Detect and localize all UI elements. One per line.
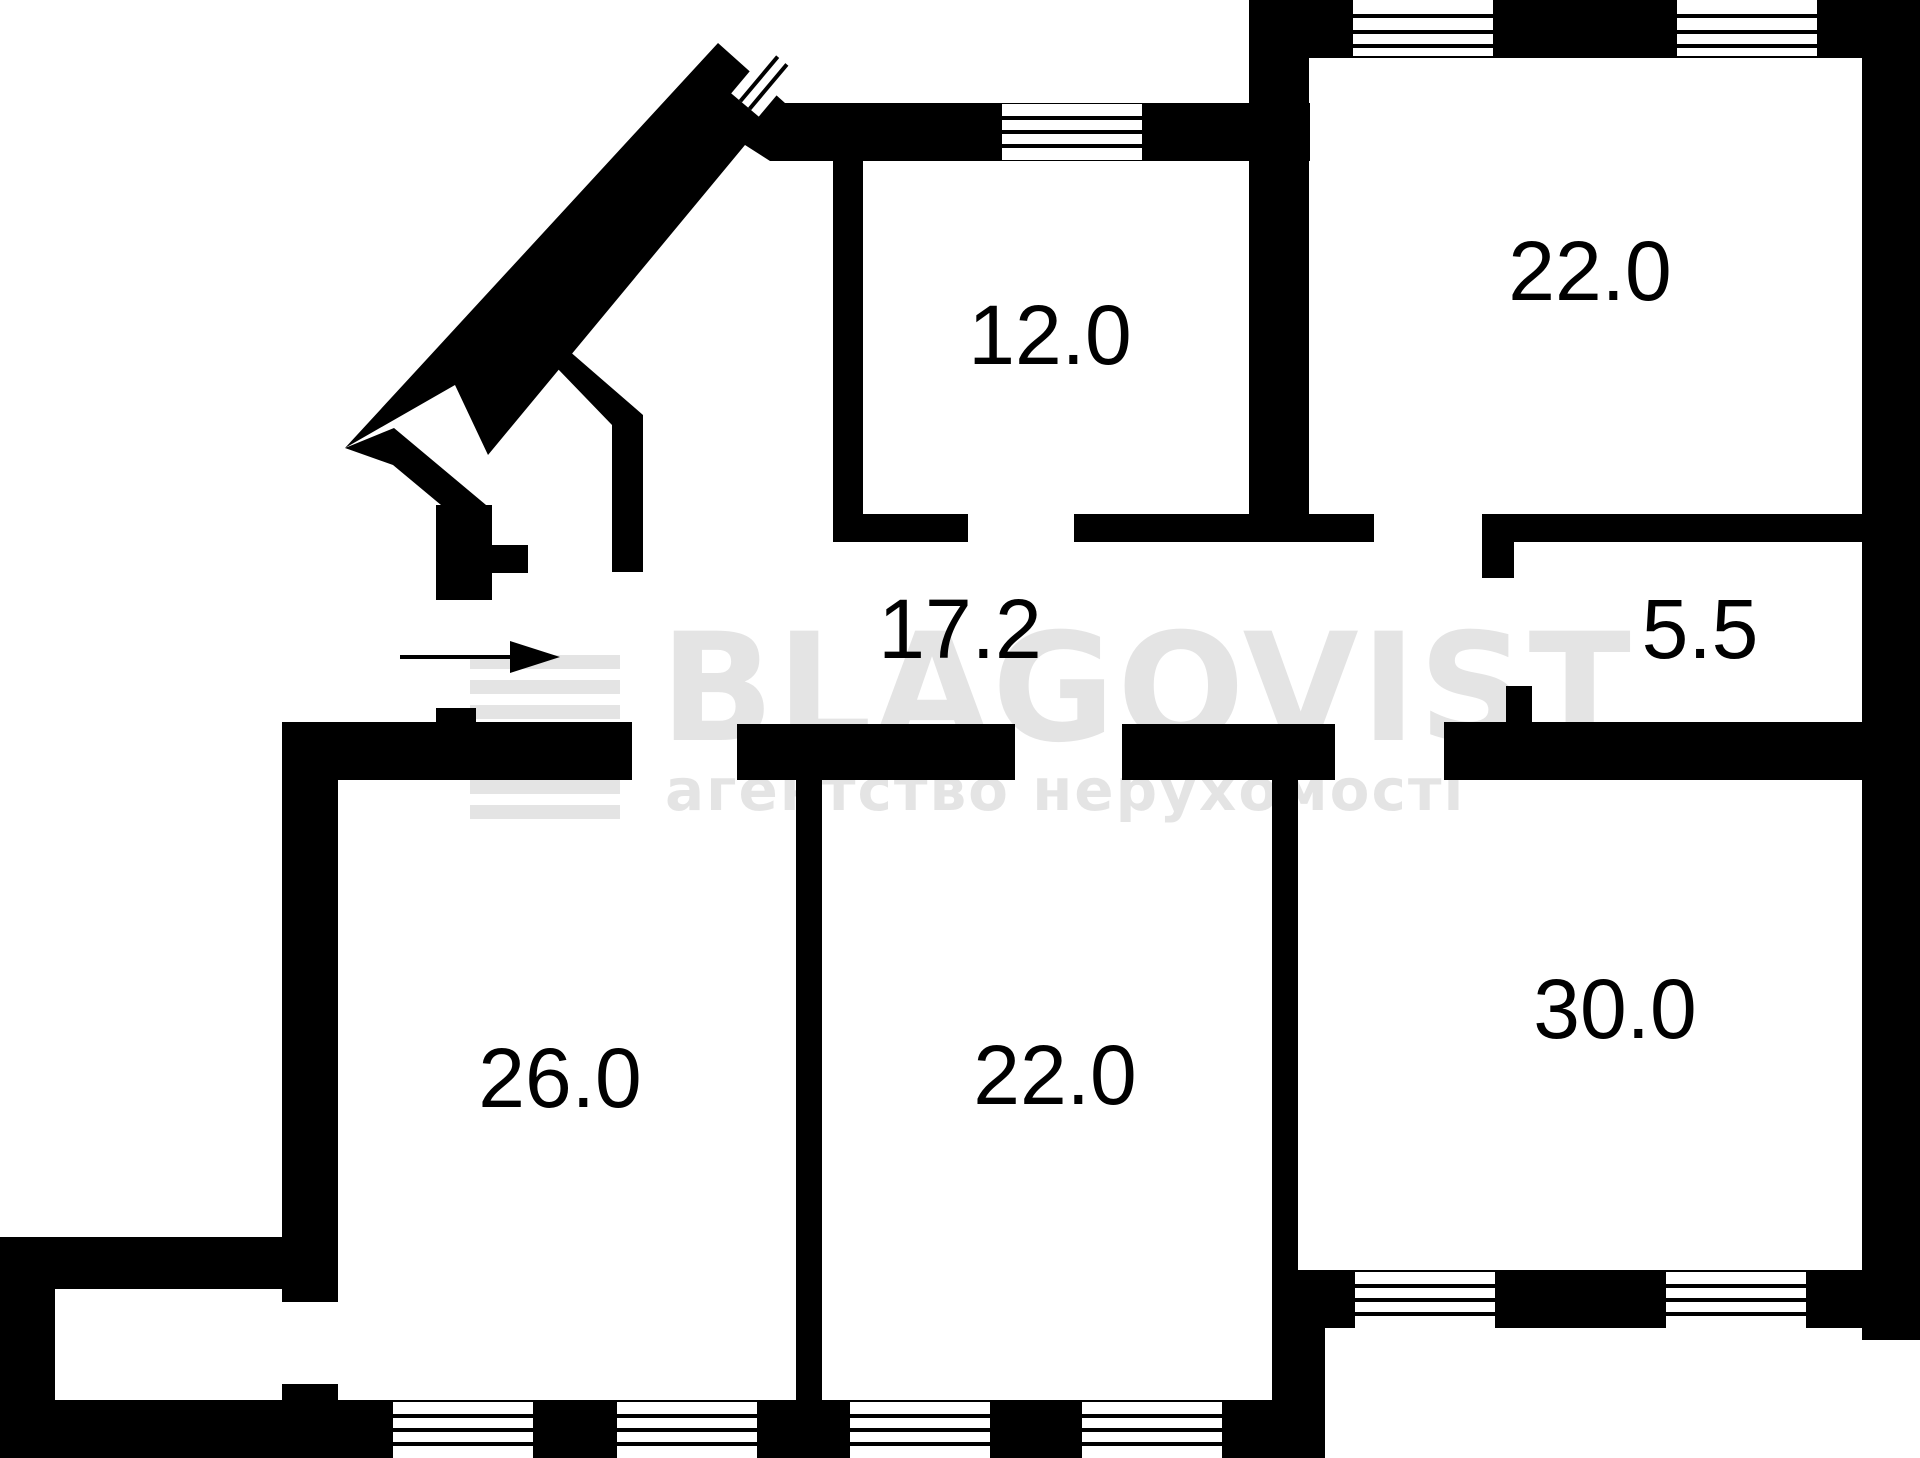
wall-corridor-stub [436, 708, 476, 728]
room-area-label: 22.0 [973, 1028, 1137, 1122]
wall-12-bottom-right [1074, 514, 1374, 542]
room-area-label: 12.0 [968, 288, 1132, 382]
wall-30-bottom-right [1295, 1320, 1325, 1458]
window [1677, 0, 1817, 56]
wall-12-left [833, 155, 863, 540]
window [731, 48, 797, 117]
room-area-label: 22.0 [1508, 224, 1672, 318]
wall-annex-stub [282, 1384, 338, 1404]
windows [393, 0, 1817, 1458]
wall-5-top-stub [1482, 514, 1514, 578]
wall-right-lower [1862, 780, 1920, 1340]
window [850, 1402, 990, 1458]
blagovist-b-logo-icon [470, 655, 620, 819]
window [617, 1402, 757, 1458]
wall-corridor-mid-left [737, 724, 1015, 780]
window [1666, 1272, 1806, 1328]
entrance-arrow-icon [400, 641, 560, 673]
wall-corridor-right [1444, 722, 1920, 780]
wall-diagonal-inner [528, 310, 643, 572]
window [1002, 104, 1142, 160]
wall-diagonal-outer [345, 43, 785, 455]
watermark: BLAGOVIST агентство нерухомості [470, 602, 1633, 824]
watermark-brand: BLAGOVIST [660, 602, 1633, 776]
room-area-label: 5.5 [1642, 582, 1759, 676]
wall-12-bottom-left [833, 514, 968, 542]
wall-annex-left [0, 1237, 55, 1458]
room-area-label: 17.2 [878, 582, 1042, 676]
wall-stair-left [436, 505, 528, 600]
window [1355, 1272, 1495, 1328]
wall-26-left [282, 722, 338, 1302]
wall-top-right [1249, 0, 1920, 58]
wall-26-22-divider [796, 780, 822, 1405]
watermark-tagline: агентство нерухомості [665, 756, 1465, 824]
wall-5-bottom-stub [1506, 686, 1532, 726]
room-area-label: 30.0 [1533, 962, 1697, 1056]
wall-5-top [1482, 514, 1882, 542]
window [1082, 1402, 1222, 1458]
wall-corridor-left-outer [282, 722, 632, 780]
window [1353, 0, 1493, 56]
room-area-label: 26.0 [478, 1031, 642, 1125]
window [393, 1402, 533, 1458]
wall-corridor-mid-right [1122, 724, 1335, 780]
wall-annex-top [0, 1237, 338, 1289]
room-labels: 12.0 22.0 17.2 5.5 26.0 22.0 30.0 [478, 224, 1758, 1125]
wall-between-12-22 [1249, 100, 1309, 540]
wall-right-upper [1862, 0, 1920, 780]
wall-22-30-divider [1272, 780, 1298, 1405]
